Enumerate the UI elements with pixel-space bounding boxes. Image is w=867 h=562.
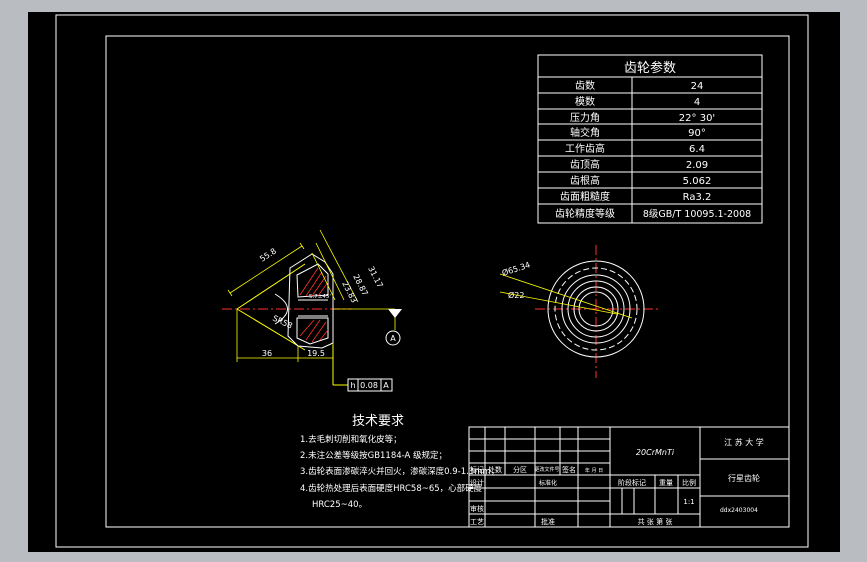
param-value-module: 4 <box>694 97 700 108</box>
param-label-roughness: 齿面粗糙度 <box>560 190 610 203</box>
param-label-accuracy: 齿轮精度等级 <box>555 207 615 220</box>
param-value-accuracy: 8级GB/T 10095.1-2008 <box>643 208 751 220</box>
datum-a-label: A <box>390 334 396 343</box>
tb-sheets: 共 张 第 张 <box>638 517 673 526</box>
tb-zone: 分区 <box>513 465 527 474</box>
tb-mark: 标记 <box>470 465 484 474</box>
dim-angle: 5.7±45' <box>309 294 331 300</box>
param-value-teeth: 24 <box>691 81 704 92</box>
tech-item-4: 4.齿轮热处理后表面硬度HRC58~65，心部硬度 <box>300 483 483 494</box>
datum-a-circle <box>385 330 401 346</box>
drawing-background <box>28 12 840 552</box>
datum-triangle <box>388 309 402 318</box>
gear-param-title: 齿轮参数 <box>624 60 676 76</box>
tb-scale: 比例 <box>682 478 696 487</box>
tb-count: 处数 <box>488 465 502 474</box>
tb-check: 审核 <box>470 504 484 513</box>
param-value-roughness: Ra3.2 <box>683 192 712 203</box>
tol-symbol: h <box>350 381 355 390</box>
param-value-addendum: 2.09 <box>686 160 708 171</box>
dim-19-5: 19.5 <box>307 349 325 358</box>
param-label-dedendum: 齿根高 <box>570 174 600 187</box>
tech-item-3: 3.齿轮表面渗碳淬火并回火，渗碳深度0.9-1.3mm， <box>300 466 499 477</box>
param-value-working-depth: 6.4 <box>689 144 705 155</box>
sheet-border <box>55 14 809 548</box>
param-value-dedendum: 5.062 <box>683 176 712 187</box>
param-label-shaft-angle: 轴交角 <box>570 126 600 139</box>
dim-phi22: Ø22 <box>508 290 524 300</box>
param-label-addendum: 齿顶高 <box>570 158 600 171</box>
tb-stage-mark: 阶段标记 <box>618 478 646 487</box>
tech-requirements-title: 技术要求 <box>352 414 404 429</box>
tb-design: 设计 <box>470 478 484 487</box>
gear-param-rows: 齿数 24 模数 4 压力角 22° 30' 轴交角 90° 工作齿高 6.4 … <box>555 79 751 220</box>
tech-item-1: 1.去毛刺切削和氧化皮等； <box>300 434 402 445</box>
tb-change-doc: 更改文件号 <box>534 466 559 473</box>
param-value-shaft-angle: 90° <box>688 128 706 139</box>
tb-date: 年 月 日 <box>585 467 603 474</box>
tb-scale-value: 1:1 <box>683 498 694 506</box>
tolerance-frame <box>332 345 393 392</box>
tb-drawing-no: 20CrMnTi <box>636 448 675 457</box>
param-label-module: 模数 <box>575 95 595 108</box>
title-block-text: 20CrMnTi 江 苏 大 学 行星齿轮 ddx2403004 标记 处数 分… <box>470 437 764 526</box>
tech-requirements-list: 1.去毛刺切削和氧化皮等； 2.未注公差等级按GB1184-A 级规定； 3.齿… <box>300 434 499 510</box>
title-block-grid <box>468 426 790 528</box>
tb-sign: 签名 <box>562 465 576 474</box>
tb-craft: 工艺 <box>470 518 484 526</box>
tech-item-5: HRC25~40。 <box>312 500 367 510</box>
param-label-working-depth: 工作齿高 <box>565 142 605 155</box>
section-dimensions <box>227 229 396 362</box>
param-value-pressure-angle: 22° 30' <box>679 113 715 124</box>
tol-value: 0.08 <box>360 381 378 390</box>
end-view <box>499 245 658 378</box>
tech-item-2: 2.未注公差等级按GB1184-A 级规定； <box>300 450 447 461</box>
tb-approve: 批准 <box>541 517 555 526</box>
section-view <box>222 253 352 351</box>
inner-frame <box>105 35 790 528</box>
tol-datum: A <box>383 381 389 390</box>
dim-36: 36 <box>262 349 272 358</box>
param-label-teeth: 齿数 <box>575 79 595 92</box>
param-label-pressure-angle: 压力角 <box>570 111 600 124</box>
tb-school: 江 苏 大 学 <box>724 437 764 447</box>
gear-param-table <box>537 54 763 224</box>
tb-code: ddx2403004 <box>720 507 758 514</box>
tb-standard: 标准化 <box>539 479 557 487</box>
tb-part-name: 行星齿轮 <box>728 473 760 483</box>
tb-weight: 重量 <box>659 479 673 487</box>
